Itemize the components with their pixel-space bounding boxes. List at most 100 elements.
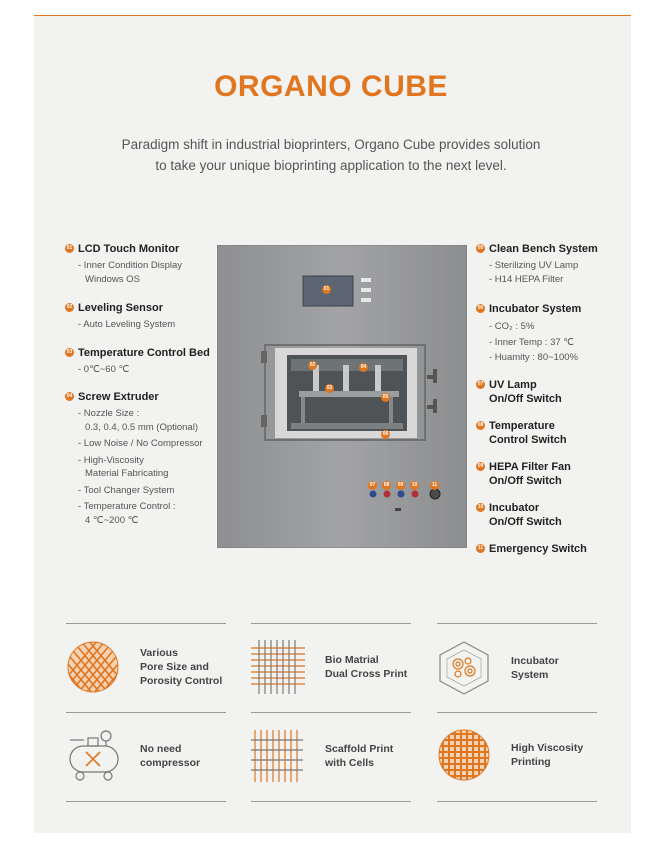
viscous-mesh-icon: [438, 729, 490, 781]
feature-scaffold-print: Scaffold Print with Cells: [251, 728, 393, 784]
spec-title: Clean Bench System: [489, 243, 598, 255]
spec-line: Material Fabricating: [85, 468, 169, 479]
organo-cube-machine: 01 02 03 04 05 06 07 08 09 10 11: [216, 244, 468, 549]
spec-title: UV Lamp: [489, 379, 537, 391]
panel-button: [361, 278, 371, 282]
divider: [251, 801, 411, 802]
spec-title: LCD Touch Monitor: [78, 243, 180, 255]
spec-line: - Huamity : 80~100%: [489, 352, 578, 363]
divider: [66, 712, 226, 713]
page-title: ORGANO CUBE: [214, 70, 448, 103]
feature-high-viscosity: High Viscosity Printing: [437, 728, 583, 782]
spec-title: Leveling Sensor: [78, 302, 163, 314]
spec-title: Incubator: [489, 502, 540, 514]
badge-02: 02: [65, 303, 74, 312]
marker-01: 01: [322, 285, 331, 294]
scaffold-cells-icon: [251, 730, 303, 782]
spec-title-line2: On/Off Switch: [489, 516, 562, 528]
spec-line: - Sterilizing UV Lamp: [489, 260, 579, 271]
marker-02: 02: [308, 361, 317, 370]
feature-label: compressor: [140, 757, 201, 769]
divider: [437, 801, 597, 802]
spec-screw-extruder: 04 Screw Extruder - Nozzle Size : 0.3, 0.…: [65, 390, 203, 527]
feature-no-compressor: No need compressor: [66, 728, 200, 784]
marker-06: 06: [381, 430, 390, 439]
spec-clean-bench-system: 05 Clean Bench System - Sterilizing UV La…: [476, 242, 598, 287]
divider: [66, 801, 226, 802]
spec-line: - Tool Changer System: [78, 484, 175, 496]
divider: [66, 623, 226, 624]
feature-label: High Viscosity: [511, 742, 584, 754]
spec-title: Emergency Switch: [489, 543, 587, 555]
spec-line: - Inner Temp : 37 ℃: [489, 336, 574, 348]
feature-label: Porosity Control: [140, 675, 223, 687]
divider: [251, 712, 411, 713]
feature-label: Dual Cross Print: [325, 668, 408, 680]
spec-title: Screw Extruder: [78, 391, 159, 403]
badge-04: 04: [65, 392, 74, 401]
spec-line: - Low Noise / No Compressor: [78, 438, 203, 449]
marker-08: 08: [382, 481, 391, 490]
spec-title: Temperature Control Bed: [78, 347, 210, 359]
spec-lcd-touch-monitor: 01 LCD Touch Monitor - Inner Condition Di…: [65, 242, 182, 287]
badge-01: 01: [65, 244, 74, 253]
badge-06: 06: [476, 304, 485, 313]
feature-label: Bio Matrial: [325, 654, 379, 666]
crossed-compressor-icon: [69, 730, 119, 781]
intro-line-2: to take your unique bioprinting applicat…: [155, 158, 507, 173]
spec-line: - CO₂ : 5%: [489, 321, 535, 332]
intro-text: Paradigm shift in industrial bioprinters…: [0, 134, 662, 176]
panel-button: [361, 298, 371, 302]
badge-03: 03: [65, 348, 74, 357]
badge-05: 05: [476, 244, 485, 253]
uv-switch: [369, 490, 377, 498]
emergency-switch: [429, 488, 441, 500]
hepa-switch: [397, 490, 405, 498]
feature-label: with Cells: [325, 757, 375, 769]
spec-line: - H14 HEPA Filter: [489, 274, 564, 285]
badge-10: 10: [476, 503, 485, 512]
spec-line: - 0℃~60 ℃: [78, 364, 130, 375]
spec-title: Temperature: [489, 420, 555, 432]
marker-11: 11: [430, 481, 439, 490]
spec-title-line2: On/Off Switch: [489, 475, 562, 487]
marker-09: 09: [396, 481, 405, 490]
spec-title-line2: Control Switch: [489, 434, 567, 446]
badge-08: 08: [476, 421, 485, 430]
marker-05: 05: [381, 393, 390, 402]
spec-line: - Nozzle Size :: [78, 408, 140, 419]
spec-title-line2: On/Off Switch: [489, 393, 562, 405]
feature-label: Various: [140, 647, 178, 659]
feature-label: Scaffold Print: [325, 743, 394, 755]
marker-04: 04: [359, 363, 368, 372]
spec-line: - Temperature Control :: [78, 501, 176, 512]
feature-incubator-system: Incubator System: [437, 640, 559, 696]
spec-line: - Auto Leveling System: [78, 319, 176, 330]
temp-switch: [383, 490, 391, 498]
feature-label: System: [511, 669, 549, 681]
badge-11: 11: [476, 544, 485, 553]
spec-temperature-control-bed: 03 Temperature Control Bed - 0℃~60 ℃: [65, 346, 210, 377]
spec-leveling-sensor: 02 Leveling Sensor - Auto Leveling System: [65, 301, 175, 332]
incubator-switch: [411, 490, 419, 498]
hexagon-cells-icon: [439, 641, 489, 695]
feature-pore-size: Various Pore Size and Porosity Control: [66, 640, 222, 694]
divider: [437, 623, 597, 624]
spec-line: - Inner Condition Display: [78, 260, 183, 271]
spec-line: Windows OS: [85, 274, 140, 285]
spec-line: 0.3, 0.4, 0.5 mm (Optional): [85, 421, 198, 433]
divider: [251, 623, 411, 624]
feature-label: No need: [140, 743, 182, 755]
feature-label: Incubator: [511, 655, 559, 667]
spec-emergency-switch: 11 Emergency Switch: [476, 542, 587, 556]
feature-label: Printing: [511, 756, 551, 768]
door-frame: [264, 344, 426, 441]
marker-03: 03: [325, 384, 334, 393]
marker-07: 07: [368, 481, 377, 490]
badge-07: 07: [476, 380, 485, 389]
